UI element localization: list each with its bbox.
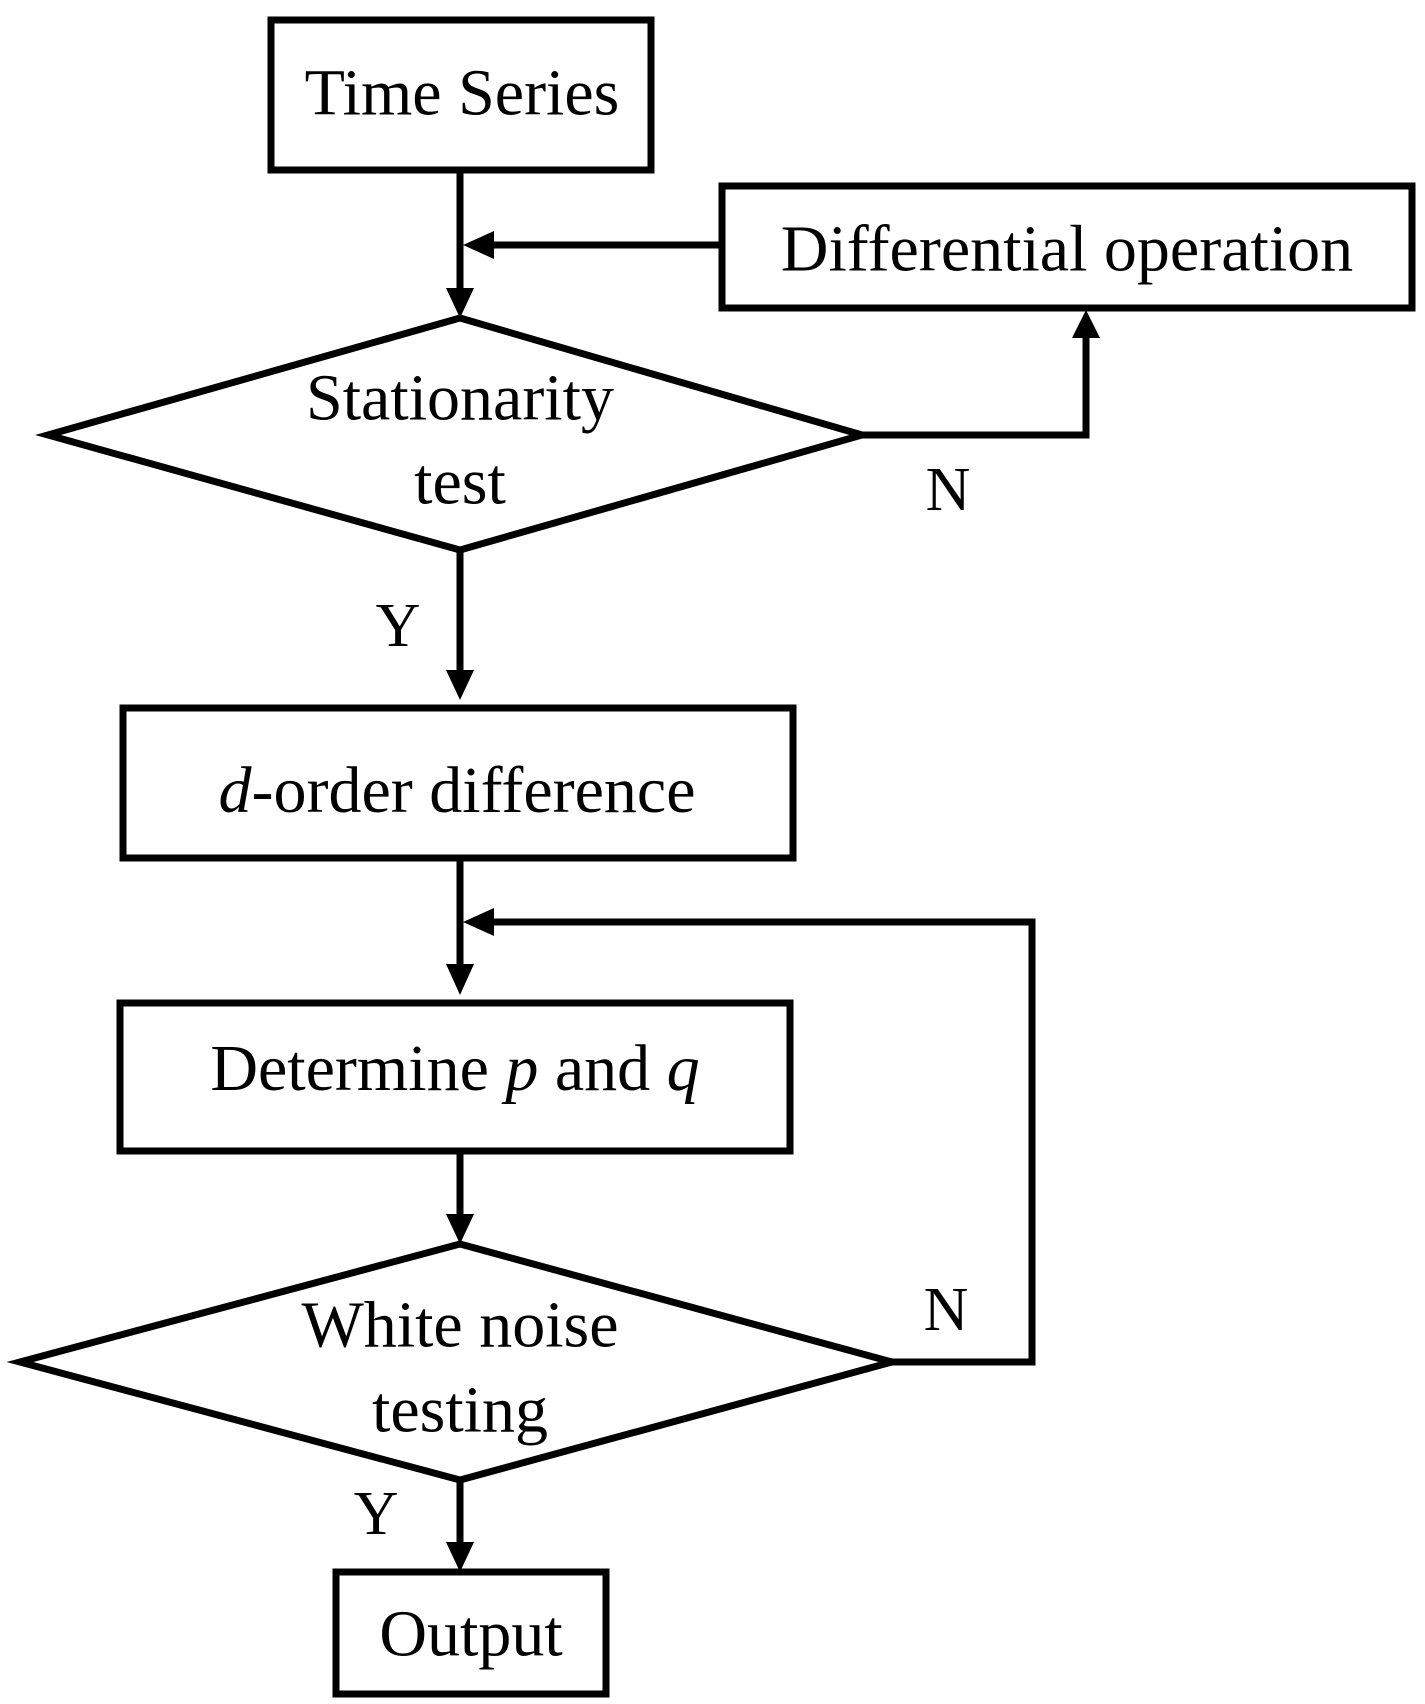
determine-and: and — [538, 1032, 666, 1105]
stationarity-test-label-line1: Stationarity — [306, 362, 614, 435]
connectors — [446, 166, 1100, 1572]
time-series-label: Time Series — [305, 57, 620, 130]
node-white-noise-testing: White noise testing — [6, 1240, 906, 1484]
node-d-order-difference: d-order difference — [119, 704, 797, 862]
arrowhead-into-dorder — [446, 670, 474, 700]
node-time-series: Time Series — [267, 16, 655, 174]
node-output: Output — [332, 1568, 610, 1698]
arrowhead-loop-into-main — [463, 908, 494, 936]
node-determine-p-q: Determine p and q — [116, 999, 794, 1155]
node-stationarity-test: Stationarity test — [35, 314, 875, 554]
determine-prefix: Determine — [210, 1032, 505, 1105]
arrowhead-into-main-line — [463, 231, 494, 259]
d-variable: d — [219, 754, 253, 827]
arrowhead-into-output — [446, 1542, 474, 1572]
stationarity-no-label: N — [926, 456, 971, 524]
d-order-difference-label: d-order difference — [219, 754, 696, 827]
node-differential-operation: Differential operation — [718, 182, 1416, 312]
d-order-rest: -order difference — [252, 754, 696, 827]
arrowhead-into-stationarity — [446, 288, 474, 318]
white-noise-label-line2: testing — [372, 1374, 548, 1447]
white-noise-label-line1: White noise — [301, 1289, 618, 1362]
arrowhead-into-differential — [1072, 310, 1100, 338]
arrowhead-into-whitenoise — [446, 1214, 474, 1244]
connector-stationarity-no-to-differential — [858, 334, 1090, 439]
differential-operation-label: Differential operation — [781, 213, 1353, 286]
q-variable: q — [667, 1032, 700, 1105]
connector-whitenoise-no-loop — [486, 918, 1036, 1366]
stationarity-test-label-line2: test — [414, 446, 506, 519]
stationarity-yes-label: Y — [376, 592, 421, 660]
determine-label: Determine p and q — [210, 1032, 699, 1105]
p-variable: p — [501, 1032, 538, 1105]
output-label: Output — [379, 1598, 562, 1671]
white-noise-yes-label: Y — [354, 1480, 399, 1548]
arrowhead-into-determine — [446, 964, 474, 995]
white-noise-no-label: N — [924, 1276, 969, 1344]
